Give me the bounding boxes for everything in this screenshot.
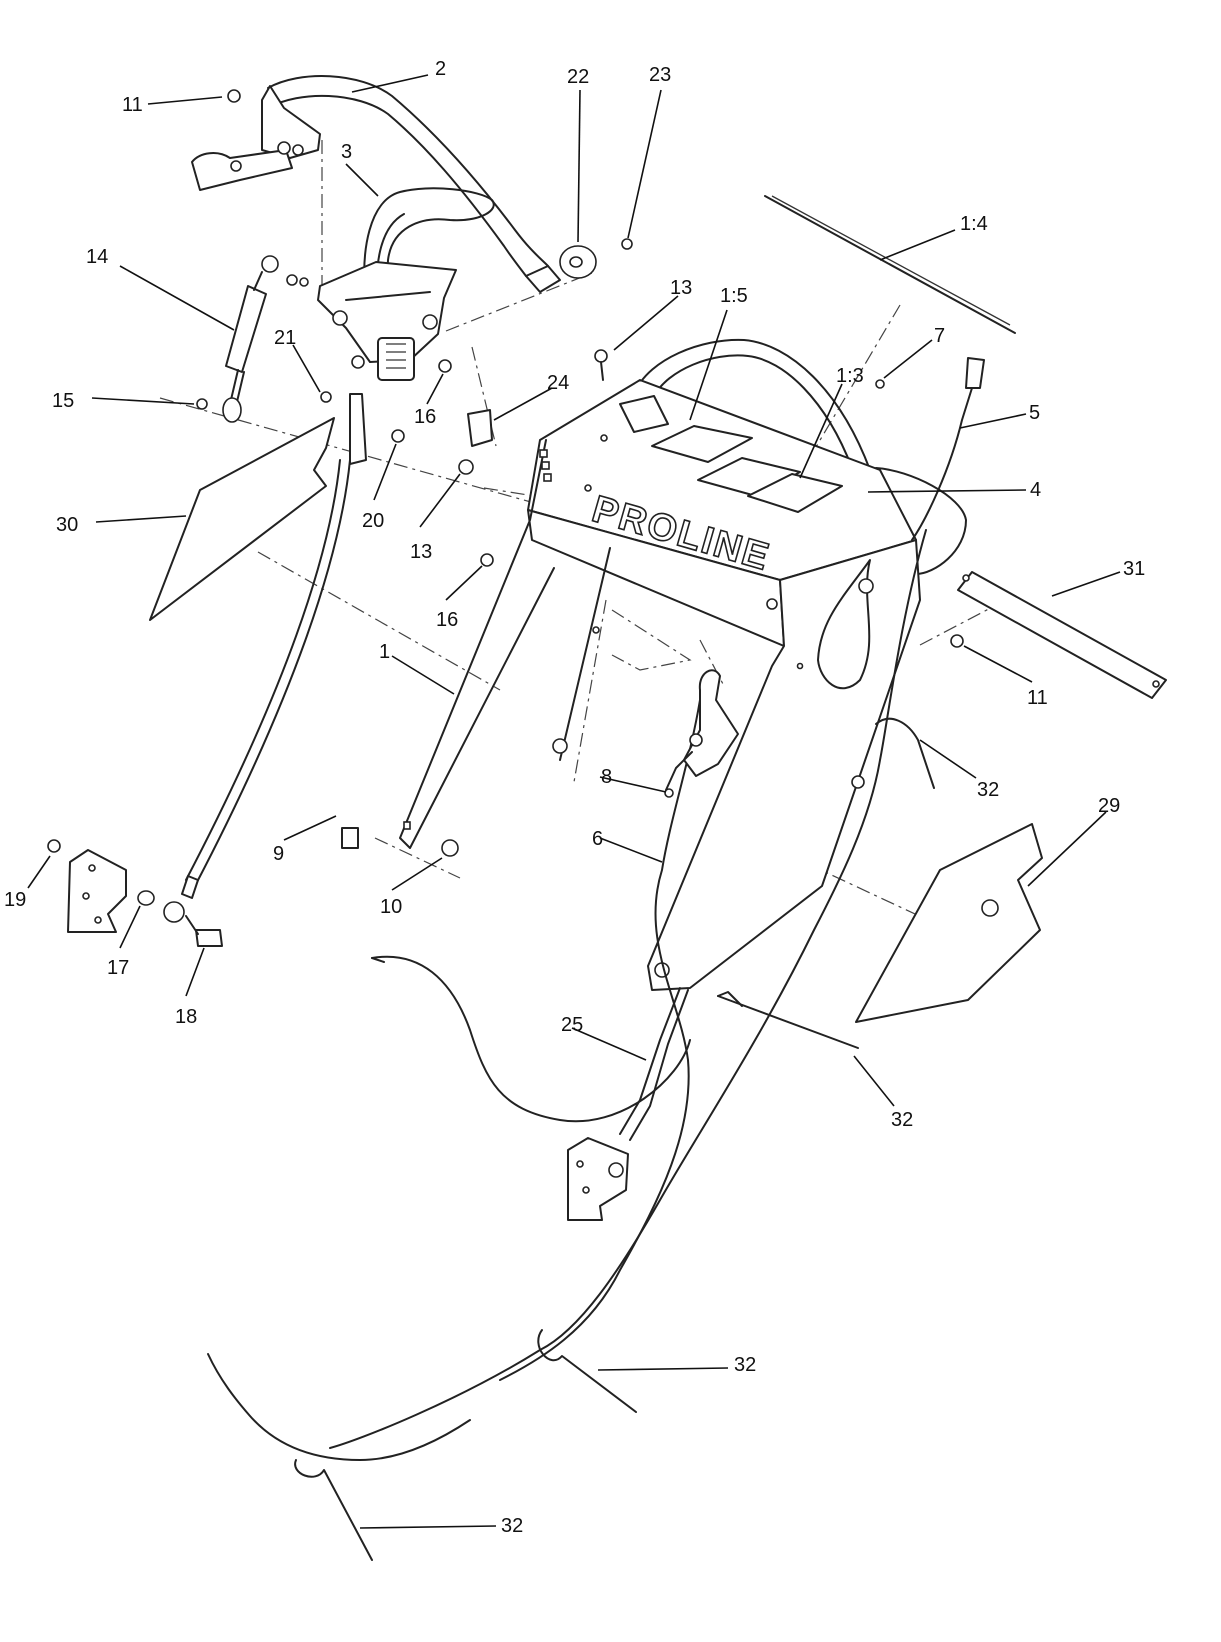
throttle-cable-part [329, 357, 985, 1449]
callout-30: 30 [56, 514, 78, 536]
linkage-rod-part [163, 393, 367, 923]
callout-16-upper: 16 [414, 406, 436, 428]
decal-30 [149, 417, 335, 621]
callout-32-upper: 32 [977, 779, 999, 801]
main-console-frame-part: PROLINE [399, 338, 967, 991]
bolt-15 [196, 398, 208, 410]
nut-10 [441, 839, 459, 857]
strip-1-4 [764, 195, 1016, 334]
clip-24 [467, 409, 493, 447]
callout-1-5: 1:5 [720, 285, 748, 307]
upper-handle-bracket-part [317, 187, 495, 381]
callout-18: 18 [175, 1006, 197, 1028]
callout-32-mid: 32 [891, 1109, 913, 1131]
callout-20: 20 [362, 510, 384, 532]
callout-2: 2 [435, 58, 446, 80]
callout-10: 10 [380, 896, 402, 918]
washer-13b [458, 459, 474, 475]
callout-9: 9 [273, 843, 284, 865]
callout-8: 8 [601, 766, 612, 788]
screw-13a [594, 349, 608, 363]
callout-15: 15 [52, 390, 74, 412]
callout-7: 7 [934, 325, 945, 347]
callout-25: 25 [561, 1014, 583, 1036]
decal-plates [149, 417, 1167, 1023]
callout-1: 1 [379, 641, 390, 663]
gas-spring-part [222, 255, 309, 423]
bolt-11a [227, 89, 241, 103]
callout-22: 22 [567, 66, 589, 88]
lower-bracket-left [67, 849, 127, 933]
callout-32-lower: 32 [734, 1354, 756, 1376]
callout-13-top: 13 [670, 277, 692, 299]
nut-16b [480, 553, 494, 567]
callout-29: 29 [1098, 795, 1120, 817]
leader-lines [27, 74, 1121, 1529]
callout-4: 4 [1030, 479, 1041, 501]
callout-1-3: 1:3 [836, 365, 864, 387]
lower-bracket-right [567, 987, 689, 1221]
callout-21: 21 [274, 327, 296, 349]
callout-5: 5 [1029, 402, 1040, 424]
wire-harness-part [207, 955, 691, 1461]
plate-31 [957, 571, 1167, 699]
callout-32-bottom: 32 [501, 1515, 523, 1537]
callout-14: 14 [86, 246, 108, 268]
callout-17: 17 [107, 957, 129, 979]
nut-19 [47, 839, 61, 853]
cable-ties [294, 717, 935, 1561]
callout-11-top: 11 [122, 94, 143, 116]
spacer-17 [137, 890, 155, 906]
callout-23: 23 [649, 64, 671, 86]
callout-3: 3 [341, 141, 352, 163]
bolt-21 [320, 391, 332, 403]
callout-11-right: 11 [1027, 687, 1048, 709]
nut-20 [391, 429, 405, 443]
bail-handle-part [191, 75, 561, 293]
callout-13-mid: 13 [410, 541, 432, 563]
callout-1-4: 1:4 [960, 213, 988, 235]
nut-16a [438, 359, 452, 373]
callout-19: 19 [4, 889, 26, 911]
callout-31: 31 [1123, 558, 1145, 580]
hardware-items [47, 89, 964, 947]
bolt-18 [195, 929, 223, 947]
callout-16-lower: 16 [436, 609, 458, 631]
callout-labels: 11 2 22 23 3 1:4 14 13 1:5 7 21 1:3 15 2… [4, 58, 1145, 1537]
decal-29 [855, 823, 1043, 1023]
screw-23 [621, 238, 633, 250]
rivet-7 [875, 379, 885, 389]
bolt-9 [341, 827, 359, 849]
callout-24: 24 [547, 372, 569, 394]
nut-11b [950, 634, 964, 648]
callout-6: 6 [592, 828, 603, 850]
